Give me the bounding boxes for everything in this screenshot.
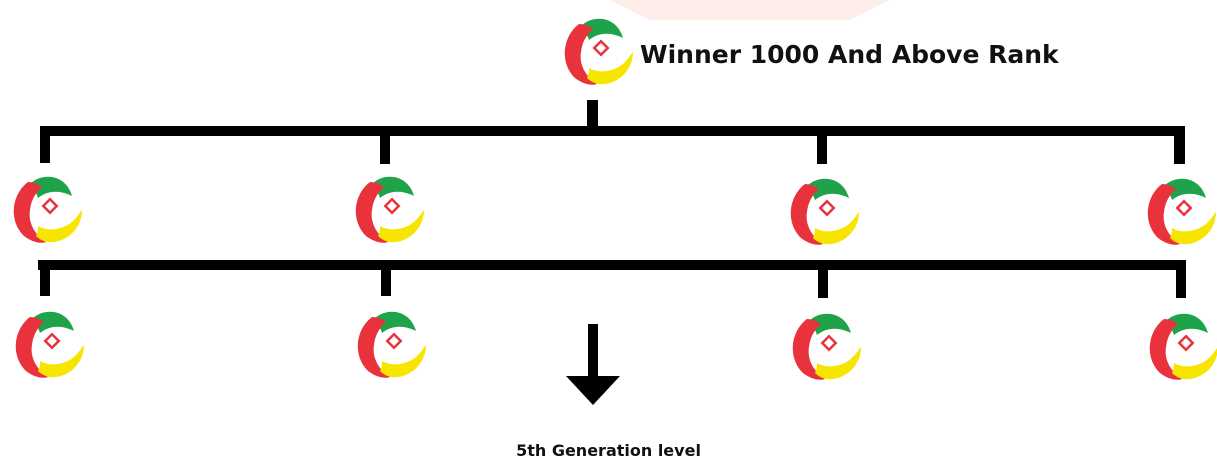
arrow-down-icon	[566, 324, 620, 405]
winner-logo-icon	[350, 170, 426, 246]
winner-logo-icon	[352, 305, 428, 381]
level-1-drop-1	[40, 126, 50, 163]
winner-logo-icon	[1142, 172, 1217, 248]
level-2-drop-3	[818, 260, 828, 298]
level-2-drop-1	[40, 260, 50, 296]
winner-logo-icon	[10, 305, 86, 381]
level-1-drop-4	[1174, 126, 1185, 164]
level-1-bus	[40, 126, 1185, 136]
winner-logo-icon	[8, 170, 84, 246]
level-2-bus	[38, 260, 1185, 270]
level-1-drop-3	[817, 126, 827, 164]
root-node-label: Winner 1000 And Above Rank	[640, 40, 1059, 69]
level-2-drop-2	[381, 260, 391, 296]
winner-logo-icon	[787, 307, 863, 383]
winner-logo-icon	[785, 172, 861, 248]
level-1-drop-2	[380, 126, 390, 164]
level-2-drop-4	[1176, 260, 1186, 298]
winner-logo-icon	[1144, 307, 1217, 383]
watermark-shape	[470, 0, 890, 20]
generation-level-label: 5th Generation level	[516, 441, 701, 460]
root-stem	[587, 100, 598, 130]
winner-logo-icon	[559, 12, 635, 88]
